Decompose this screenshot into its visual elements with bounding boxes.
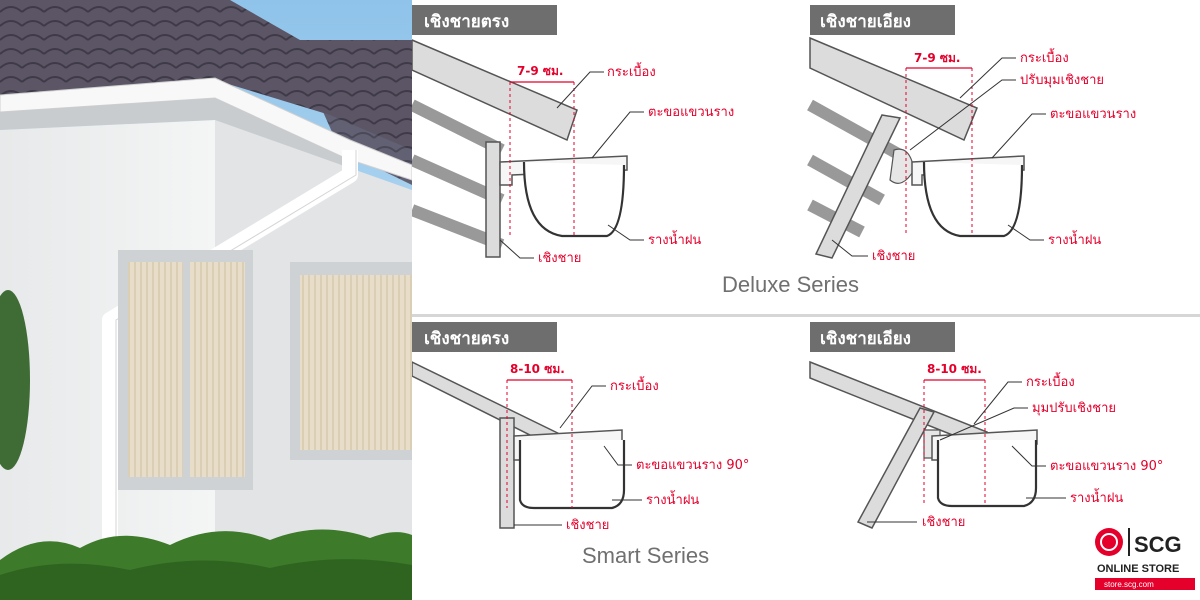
- panel-smart-straight: เชิงชายตรง 8-10 ซม. กระเบื้อง ตะขอแขวนรา…: [412, 322, 749, 533]
- panel-header-bg: [810, 322, 955, 352]
- scg-logo: SCG ONLINE STORE store.scg.com: [1095, 528, 1195, 590]
- roof-tiles: [0, 0, 412, 150]
- panel-header: เชิงชายเอียง: [820, 328, 911, 349]
- roof-tile: [412, 39, 578, 142]
- logo-brand: SCG: [1134, 532, 1182, 557]
- label-tile: กระเบื้อง: [607, 62, 656, 80]
- label-tile: กระเบื้อง: [1020, 48, 1069, 66]
- panel-header: เชิงชายตรง: [424, 329, 509, 349]
- fascia-board: [856, 407, 936, 529]
- label-gutter: รางน้ำฝน: [1048, 230, 1101, 248]
- label-bracket: ตะขอแขวนราง 90°: [1050, 459, 1163, 474]
- label-gutter: รางน้ำฝน: [1070, 488, 1123, 506]
- gutter-profile: [936, 440, 1038, 508]
- soffit: [0, 98, 345, 175]
- series-title-smart: Smart Series: [582, 543, 709, 568]
- label-fascia: เชิงชาย: [538, 251, 581, 266]
- logo-url: store.scg.com: [1104, 580, 1154, 589]
- label-gutter: รางน้ำฝน: [648, 230, 701, 248]
- label-fascia: เชิงชาย: [872, 249, 915, 264]
- fascia-board: [485, 141, 501, 258]
- downpipe: [102, 150, 358, 560]
- panel-deluxe-straight: เชิงชายตรง 7-9 ซม. กระเบื้อง ตะขอแขวนราง…: [412, 5, 734, 266]
- logo-store: ONLINE STORE: [1097, 563, 1179, 575]
- gutter-profile: [518, 440, 626, 510]
- label-fascia: เชิงชาย: [922, 515, 965, 530]
- label-bracket: ตะขอแขวนราง: [1050, 107, 1136, 122]
- scg-emblem-icon: [1095, 528, 1123, 556]
- panel-header-bg: [412, 322, 557, 352]
- gutter-profile: [922, 161, 1024, 238]
- dimension-label: 8-10 ซม.: [510, 362, 565, 376]
- label-bracket: ตะขอแขวนราง: [648, 105, 734, 120]
- panel-header-bg: [810, 5, 955, 35]
- angle-adjuster: [889, 148, 915, 184]
- panel-smart-slanted: เชิงชายเอียง 8-10 ซม. กระเบื้อง มุมปรับเ…: [809, 322, 1163, 530]
- fascia-board: [814, 114, 902, 259]
- label-gutter: รางน้ำฝน: [646, 490, 699, 508]
- series-divider: [412, 314, 1200, 317]
- dimension-label: 7-9 ซม.: [517, 64, 563, 78]
- series-title-deluxe: Deluxe Series: [722, 272, 859, 297]
- label-angle-adjuster: ปรับมุมเชิงชาย: [1020, 73, 1104, 88]
- gutter-installation-diagram: เชิงชายตรง 7-9 ซม. กระเบื้อง ตะขอแขวนราง…: [412, 5, 1200, 590]
- label-tile: กระเบื้อง: [610, 376, 659, 394]
- label-fascia: เชิงชาย: [566, 518, 609, 533]
- panel-header: เชิงชายตรง: [424, 12, 509, 32]
- panel-header-bg: [412, 5, 557, 35]
- house-photo: [0, 0, 412, 600]
- label-tile: กระเบื้อง: [1026, 372, 1075, 390]
- label-angle-adjuster: มุมปรับเชิงชาย: [1032, 401, 1116, 416]
- roof-tile: [809, 36, 978, 142]
- dimension-label: 7-9 ซม.: [914, 51, 960, 65]
- dimension-label: 8-10 ซม.: [927, 362, 982, 376]
- panel-header: เชิงชายเอียง: [820, 11, 911, 32]
- tree: [0, 290, 30, 470]
- label-bracket: ตะขอแขวนราง 90°: [636, 458, 749, 473]
- panel-deluxe-slanted: เชิงชายเอียง 7-9 ซม. กระเบื้อง ปรับมุมเช…: [807, 5, 1136, 264]
